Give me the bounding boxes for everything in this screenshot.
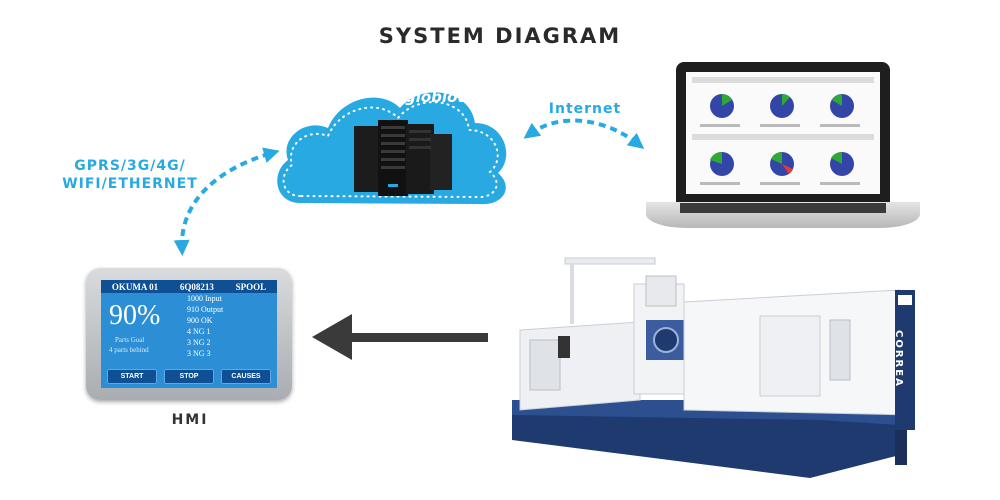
hmi-percent: 90% — [109, 300, 161, 331]
cloud-brand-label: globiots — [405, 88, 474, 106]
connection-label-line-1: GPRS/3G/4G/ — [74, 158, 186, 174]
hmi-button-row: START STOP CAUSES — [107, 369, 271, 384]
pie-chart-5 — [770, 151, 794, 176]
laptop-keyboard — [680, 203, 886, 213]
hmi-machine-name: OKUMA 01 — [111, 281, 159, 292]
dashboard-pie-charts — [692, 77, 874, 185]
laptop-dashboard — [686, 72, 880, 194]
stop-button[interactable]: STOP — [164, 369, 214, 384]
diagram-title: SYSTEM DIAGRAM — [378, 24, 622, 48]
connection-label-line-2: WIFI/ETHERNET — [62, 176, 198, 192]
start-button[interactable]: START — [107, 369, 157, 384]
pie-chart-1 — [710, 94, 734, 118]
hmi-part-name: SPOOL — [235, 281, 267, 292]
causes-button[interactable]: CAUSES — [221, 369, 271, 384]
connection-label-internet: Internet — [548, 101, 622, 117]
hmi-stat-input: 1000 Input — [187, 294, 222, 303]
hmi-header: OKUMA 01 6Q08213 SPOOL — [101, 280, 277, 293]
connection-label-network: GPRS/3G/4G/ WIFI/ETHERNET — [40, 157, 220, 193]
server-rack-icon — [354, 120, 452, 196]
hmi-label: HMI — [171, 412, 209, 428]
cloud-icon — [277, 92, 507, 205]
cnc-machine-illustration — [512, 257, 915, 478]
pie-chart-3 — [830, 94, 854, 118]
machine-brand-label: CORREA — [893, 330, 904, 388]
hmi-screen: OKUMA 01 6Q08213 SPOOL 90% Parts Goal 4 … — [101, 280, 277, 388]
hmi-order-code: 6Q08213 — [179, 281, 214, 292]
internet-arrow — [523, 118, 645, 149]
pie-chart-6 — [830, 151, 854, 176]
network-arrow — [173, 147, 280, 256]
hmi-stat-ng3: 3 NG 3 — [187, 349, 211, 358]
pie-chart-4 — [710, 151, 734, 176]
hmi-stat-ok: 900 OK — [187, 316, 213, 325]
hmi-parts-behind: 4 parts behind — [109, 346, 149, 354]
hmi-stat-output: 910 Output — [187, 305, 224, 314]
hmi-stat-ng1: 4 NG 1 — [187, 327, 211, 336]
hmi-stat-ng2: 3 NG 2 — [187, 338, 211, 347]
machine-to-hmi-arrow — [312, 314, 488, 360]
hmi-parts-goal: Parts Goal — [115, 336, 145, 344]
pie-chart-2 — [770, 93, 794, 118]
